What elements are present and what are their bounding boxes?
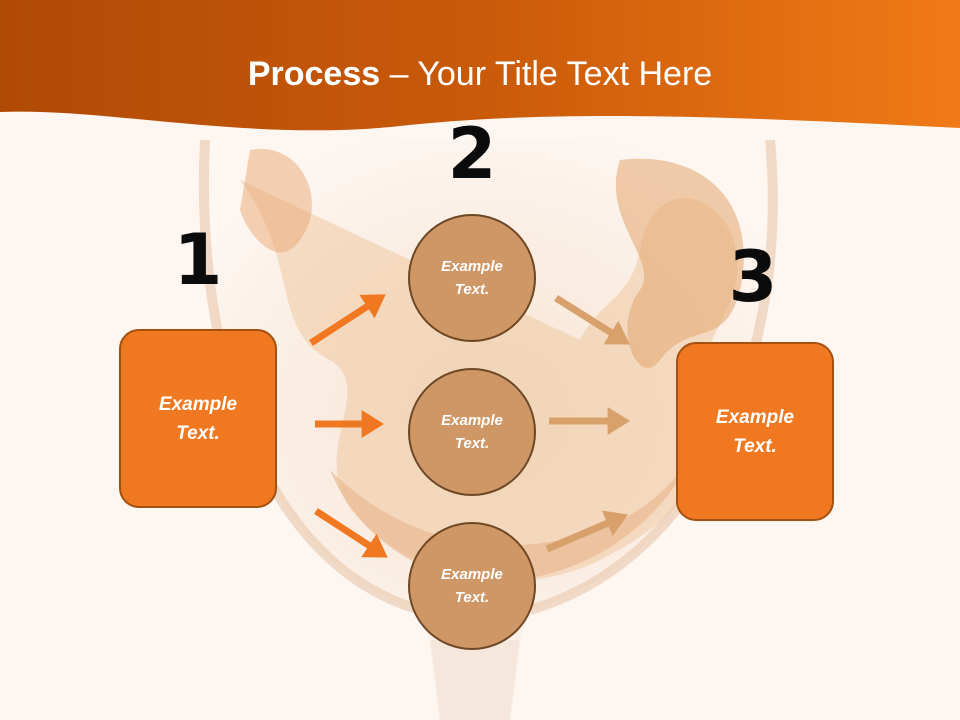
arrow-bottom-to-right xyxy=(545,510,628,553)
arrow-left-to-bottom xyxy=(314,508,388,558)
circle-top-text: Example Text. xyxy=(441,258,503,298)
step-number-2: 2 xyxy=(447,113,497,195)
circle-bottom-text: Example Text. xyxy=(441,566,503,606)
slide-title: Process – Your Title Text Here xyxy=(0,52,960,96)
circle-middle-text: Example Text. xyxy=(441,412,503,452)
step-2-circle-middle: Example Text. xyxy=(408,368,536,496)
arrow-left-to-top xyxy=(309,294,386,346)
step-number-1: 1 xyxy=(173,219,223,301)
step-2-circle-bottom: Example Text. xyxy=(408,522,536,650)
title-bold: Process xyxy=(247,55,381,93)
step-number-3: 3 xyxy=(728,236,778,318)
step-1-box: Example Text. xyxy=(119,329,277,508)
step-2-circle-top: Example Text. xyxy=(408,214,536,342)
step-3-text: Example Text. xyxy=(715,406,795,457)
arrow-top-to-right xyxy=(554,295,630,345)
title-rest: – Your Title Text Here xyxy=(380,55,713,93)
step-3-box: Example Text. xyxy=(676,342,834,521)
step-1-text: Example Text. xyxy=(158,393,238,444)
